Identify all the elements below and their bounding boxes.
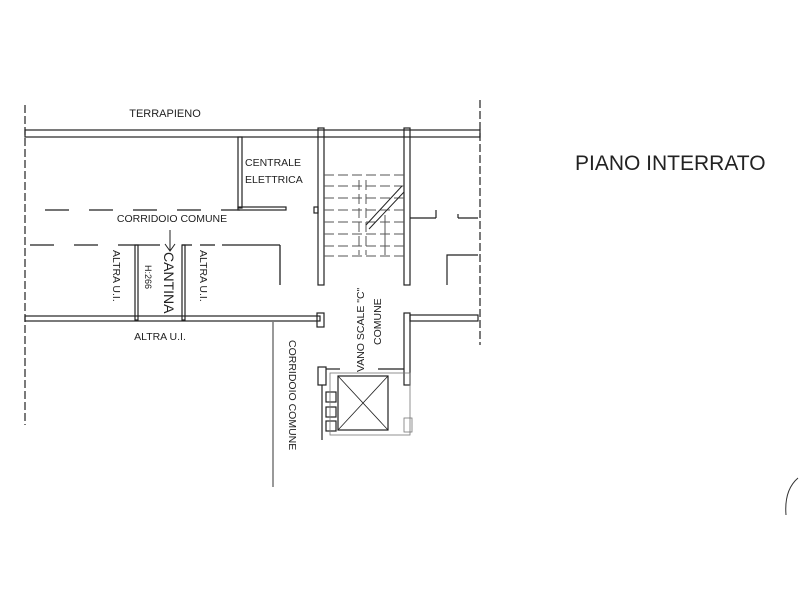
label-vano-scale: VANO SCALE "C" bbox=[355, 287, 367, 372]
label-altra-ui-left: ALTRA U.I. bbox=[110, 250, 122, 302]
staircase bbox=[324, 174, 405, 257]
top-wall bbox=[24, 129, 481, 138]
label-centrale: CENTRALE bbox=[245, 157, 301, 169]
label-altra-ui-bottom: ALTRA U.I. bbox=[134, 331, 186, 343]
label-corridoio-comune: CORRIDOIO COMUNE bbox=[117, 213, 227, 225]
elevator-shaft bbox=[317, 366, 413, 440]
stair-wall-right bbox=[403, 127, 411, 286]
label-cantina-height: H:266 bbox=[143, 265, 153, 289]
label-elettrica: ELETTRICA bbox=[245, 174, 303, 186]
bottom-wall bbox=[24, 315, 321, 322]
label-corridoio-vertical: CORRIDOIO COMUNE bbox=[286, 340, 298, 450]
cantina-room: CANTINA H:266 bbox=[134, 230, 192, 321]
label-vano-comune: COMUNE bbox=[372, 298, 384, 345]
plan-title: PIANO INTERRATO bbox=[575, 152, 766, 175]
compass-arc bbox=[785, 477, 799, 516]
stair-wall-left bbox=[317, 127, 325, 286]
centrale-elettrica-room: CENTRALE ELETTRICA bbox=[237, 136, 303, 211]
label-altra-ui-right: ALTRA U.I. bbox=[197, 250, 209, 302]
right-walls bbox=[403, 210, 479, 386]
label-terrapieno: TERRAPIENO bbox=[129, 108, 201, 120]
label-cantina: CANTINA bbox=[161, 252, 177, 314]
